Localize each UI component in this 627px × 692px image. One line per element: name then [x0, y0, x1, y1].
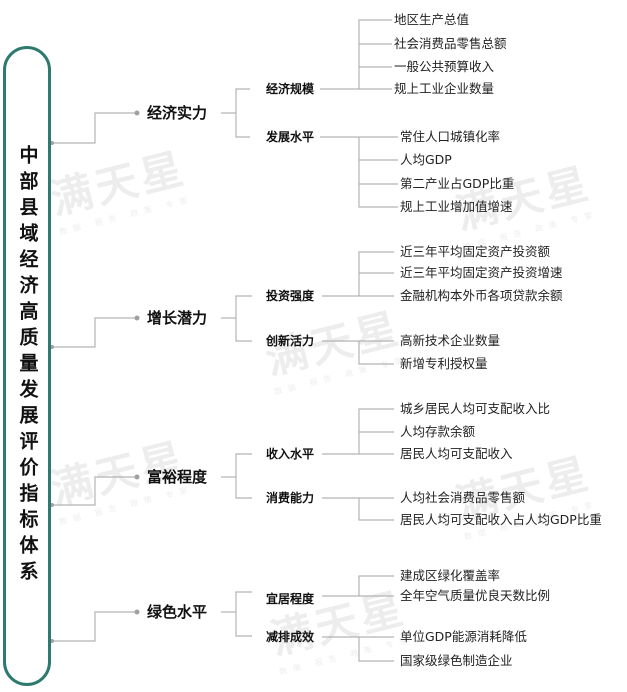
sub-consumption-capacity: 消费能力	[266, 491, 315, 505]
indicator-item: 居民人均可支配收入	[400, 446, 513, 461]
indicator-item: 人均存款余额	[400, 424, 476, 439]
indicator-item: 居民人均可支配收入占人均GDP比重	[400, 512, 602, 527]
indicator-item: 人均社会消费品零售额	[400, 490, 526, 505]
sub-livability: 宜居程度	[266, 592, 315, 606]
indicator-item: 新增专利授权量	[400, 356, 488, 371]
indicator-item: 社会消费品零售总额	[394, 36, 507, 51]
sub-emission-reduction: 减排成效	[266, 630, 315, 644]
indicator-item: 第二产业占GDP比重	[400, 176, 515, 191]
sub-innovation-vitality: 创新活力	[266, 334, 315, 348]
indicator-item: 规上工业企业数量	[394, 81, 495, 96]
branch-green-level: 绿色水平	[147, 603, 208, 621]
indicator-item: 近三年平均固定资产投资增速	[400, 265, 563, 280]
branch-prosperity: 富裕程度	[147, 468, 208, 486]
sub-economic-scale: 经济规模	[266, 82, 315, 96]
indicator-item: 城乡居民人均可支配收入比	[400, 401, 551, 416]
root-title: 中部县域经济高质量发展评价指标体系	[16, 145, 39, 587]
sub-development-level: 发展水平	[266, 130, 315, 144]
indicator-item: 金融机构本外币各项贷款余额	[400, 288, 563, 303]
indicator-item: 人均GDP	[400, 152, 452, 167]
sub-investment-intensity: 投资强度	[266, 289, 315, 303]
indicator-item: 一般公共预算收入	[394, 59, 495, 74]
indicator-item: 地区生产总值	[394, 12, 470, 27]
indicator-item: 近三年平均固定资产投资额	[400, 244, 551, 259]
indicator-item: 国家级绿色制造企业	[400, 653, 513, 668]
sub-income-level: 收入水平	[266, 447, 315, 461]
indicator-item: 单位GDP能源消耗降低	[400, 629, 527, 644]
indicator-item: 高新技术企业数量	[400, 333, 501, 348]
root-node: 中部县域经济高质量发展评价指标体系	[3, 46, 51, 686]
indicator-item: 全年空气质量优良天数比例	[400, 588, 551, 603]
indicator-item: 建成区绿化覆盖率	[400, 568, 501, 583]
indicator-item: 规上工业增加值增速	[400, 199, 513, 214]
branch-economic-strength: 经济实力	[147, 104, 208, 122]
indicator-item: 常住人口城镇化率	[400, 129, 501, 144]
branch-growth-potential: 增长潜力	[147, 309, 208, 327]
